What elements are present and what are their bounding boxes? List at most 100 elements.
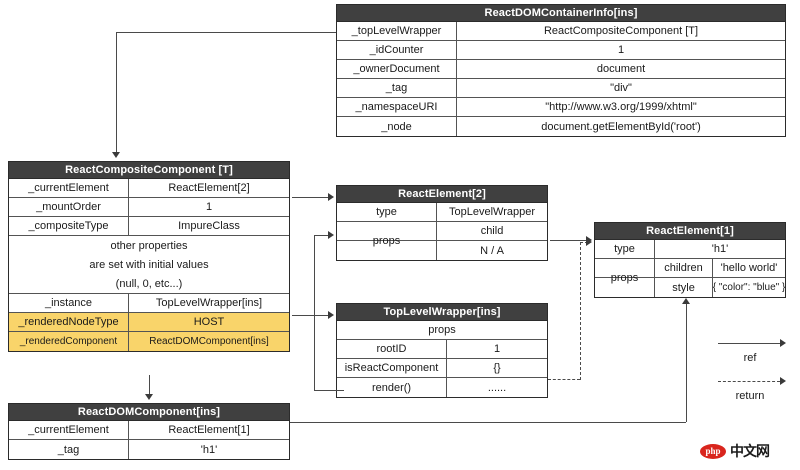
table-title-dom-component: ReactDOMComponent[ins] <box>9 404 289 421</box>
cell-key: _renderedComponent <box>9 332 129 351</box>
watermark-text: 中文网 <box>730 444 770 460</box>
connector-topLevelWrapper-v <box>116 32 117 152</box>
table-row: props children 'hello world' <box>595 259 785 297</box>
table-react-composite-component: ReactCompositeComponent [T] _currentElem… <box>8 161 290 352</box>
cell-value: TopLevelWrapper[ins] <box>155 297 263 309</box>
cell-key <box>595 278 655 297</box>
table-row: _topLevelWrapper ReactCompositeComponent… <box>337 22 785 41</box>
legend-return-line <box>718 381 780 382</box>
cell-value: child <box>480 225 504 237</box>
table-row: _node document.getElementById('root') <box>337 117 785 136</box>
cell-value: HOST <box>129 313 289 331</box>
cell-key: isReactComponent <box>337 359 447 377</box>
table-row: isReactComponent {} <box>337 359 547 378</box>
cell-value: ...... <box>487 381 507 394</box>
table-row-section: props <box>337 321 547 340</box>
table-title-react-element-1: ReactElement[1] <box>595 223 785 240</box>
table-row: _currentElement ReactElement[1] <box>9 421 289 440</box>
connector-currentElement-to-element2 <box>292 197 328 198</box>
arrowhead-down-composite <box>112 152 120 158</box>
cell-key: _topLevelWrapper <box>337 22 457 40</box>
legend-return-arrowhead <box>780 377 786 385</box>
connector-renderedComponent-v <box>149 375 150 395</box>
cell-value: 'h1' <box>711 243 729 255</box>
table-row: _compositeType ImpureClass <box>9 217 289 236</box>
connector-return-h-bottom <box>548 379 580 380</box>
table-row: _namespaceURI "http://www.w3.org/1999/xh… <box>337 98 785 117</box>
cell-value: ReactElement[2] <box>168 182 250 194</box>
table-row: _mountOrder 1 <box>9 198 289 217</box>
cell-key: _tag <box>9 440 129 459</box>
legend-return-label: return <box>735 390 765 402</box>
cell-value: "http://www.w3.org/1999/xhtml" <box>545 101 697 113</box>
table-row: N / A <box>337 241 547 260</box>
cell-key: _node <box>337 117 457 136</box>
table-row: _currentElement ReactElement[2] <box>9 179 289 198</box>
cell-value: 'hello world' <box>720 262 778 274</box>
table-row: _ownerDocument document <box>337 60 785 79</box>
table-title-react-element-2: ReactElement[2] <box>337 186 547 203</box>
table-row: type 'h1' <box>595 240 785 259</box>
cell-key: render() <box>337 378 447 397</box>
table-title-top-level-wrapper: TopLevelWrapper[ins] <box>337 304 547 321</box>
note-other-properties: other properties are set with initial va… <box>9 236 289 294</box>
connector-return-h-top <box>580 242 588 243</box>
note-line: (null, 0, etc...) <box>115 277 183 290</box>
legend-ref-label: ref <box>743 352 757 364</box>
table-top-level-wrapper: TopLevelWrapper[ins] props rootID 1 isRe… <box>336 303 548 398</box>
arrowhead-right-element2 <box>328 193 334 201</box>
cell-key: rootID <box>337 340 447 358</box>
connector-domcomp-to-element1-v <box>686 304 687 422</box>
cell-key: _tag <box>337 79 457 97</box>
table-row: style { "color": "blue" } <box>595 278 785 297</box>
note-line: are set with initial values <box>89 258 209 271</box>
table-row: props child <box>337 222 547 260</box>
table-row: type TopLevelWrapper <box>337 203 547 222</box>
cell-value: "div" <box>610 82 632 94</box>
cell-subkey: children <box>655 259 713 277</box>
cell-key: _renderedNodeType <box>9 313 129 331</box>
connector-return-v <box>580 242 581 380</box>
table-title-container-info: ReactDOMContainerInfo[ins] <box>337 5 785 22</box>
cell-key: _compositeType <box>9 217 129 235</box>
cell-value: ImpureClass <box>178 220 240 232</box>
connector-topLevelWrapper-h <box>116 32 336 33</box>
table-react-element-2: ReactElement[2] type TopLevelWrapper pro… <box>336 185 548 261</box>
cell-value: 1 <box>493 343 501 355</box>
arrowhead-up-element1 <box>682 298 690 304</box>
cell-section-label: props <box>428 324 456 336</box>
cell-key: _namespaceURI <box>337 98 457 116</box>
cell-key: _currentElement <box>9 179 129 197</box>
table-row: _instance TopLevelWrapper[ins] <box>9 294 289 313</box>
table-row: _tag "div" <box>337 79 785 98</box>
cell-value: { "color": "blue" } <box>713 281 785 293</box>
table-react-dom-container-info: ReactDOMContainerInfo[ins] _topLevelWrap… <box>336 4 786 137</box>
table-row: rootID 1 <box>337 340 547 359</box>
cell-key: _currentElement <box>9 421 129 439</box>
cell-value: ReactCompositeComponent [T] <box>543 25 699 37</box>
cell-value: N / A <box>480 244 504 257</box>
cell-value: ReactElement[1] <box>168 424 250 436</box>
cell-value: document.getElementById('root') <box>541 120 701 133</box>
connector-child-to-element1 <box>550 240 586 241</box>
cell-value: {} <box>493 362 501 374</box>
table-row-highlighted: _renderedComponent ReactDOMComponent[ins… <box>9 332 289 351</box>
note-line: other properties <box>110 239 188 252</box>
table-row-highlighted: _renderedNodeType HOST <box>9 313 289 332</box>
connector-instance-to-wrapper <box>292 315 328 316</box>
cell-key: type <box>595 240 655 258</box>
legend-ref-arrowhead <box>780 339 786 347</box>
table-react-element-1: ReactElement[1] type 'h1' props children… <box>594 222 786 298</box>
connector-wrapper-back-h-bottom <box>314 390 344 391</box>
cell-value: 'h1' <box>200 443 218 456</box>
legend-ref-line <box>718 343 780 344</box>
cell-key: _mountOrder <box>9 198 129 216</box>
cell-value: document <box>596 63 646 75</box>
php-logo-icon: php <box>700 443 726 459</box>
cell-value: TopLevelWrapper <box>448 206 535 218</box>
table-title-composite-component: ReactCompositeComponent [T] <box>9 162 289 179</box>
connector-wrapper-back-v <box>314 235 315 391</box>
cell-key: _instance <box>9 294 129 312</box>
arrowhead-right-element1-return <box>586 238 592 246</box>
